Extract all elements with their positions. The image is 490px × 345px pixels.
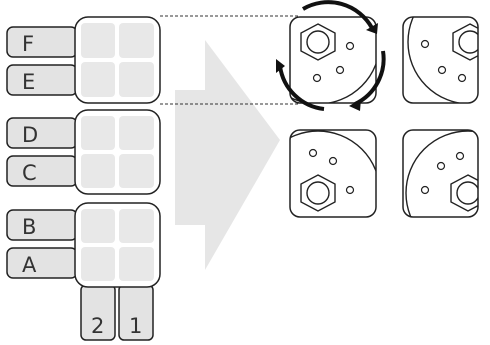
- svg-text:B: B: [22, 215, 36, 239]
- cell-block-fe: [74, 16, 161, 104]
- svg-text:1: 1: [129, 314, 142, 338]
- row-label-d: D: [6, 117, 78, 149]
- rotation-arrows-icon: [276, 0, 386, 111]
- svg-text:2: 2: [91, 314, 104, 338]
- flow-arrow-icon: [175, 40, 280, 270]
- cell-block-dc: [74, 109, 161, 195]
- cell-block-ba: [74, 202, 161, 288]
- cap-detail-top-right: [402, 16, 479, 104]
- row-label-a: A: [6, 247, 78, 279]
- row-label-e: E: [6, 64, 78, 96]
- cap-detail-bottom-right: [402, 129, 479, 218]
- svg-text:D: D: [22, 123, 38, 147]
- svg-text:F: F: [22, 32, 34, 56]
- row-label-b: B: [6, 209, 78, 241]
- column-label-2: 2: [80, 284, 116, 341]
- row-label-f: F: [6, 26, 78, 58]
- cap-detail-top-left: [289, 16, 377, 104]
- svg-text:C: C: [22, 161, 37, 185]
- row-label-c: C: [6, 155, 78, 187]
- svg-text:E: E: [22, 70, 35, 94]
- svg-text:A: A: [22, 253, 37, 277]
- cap-detail-bottom-left: [289, 129, 377, 218]
- column-label-1: 1: [118, 284, 154, 341]
